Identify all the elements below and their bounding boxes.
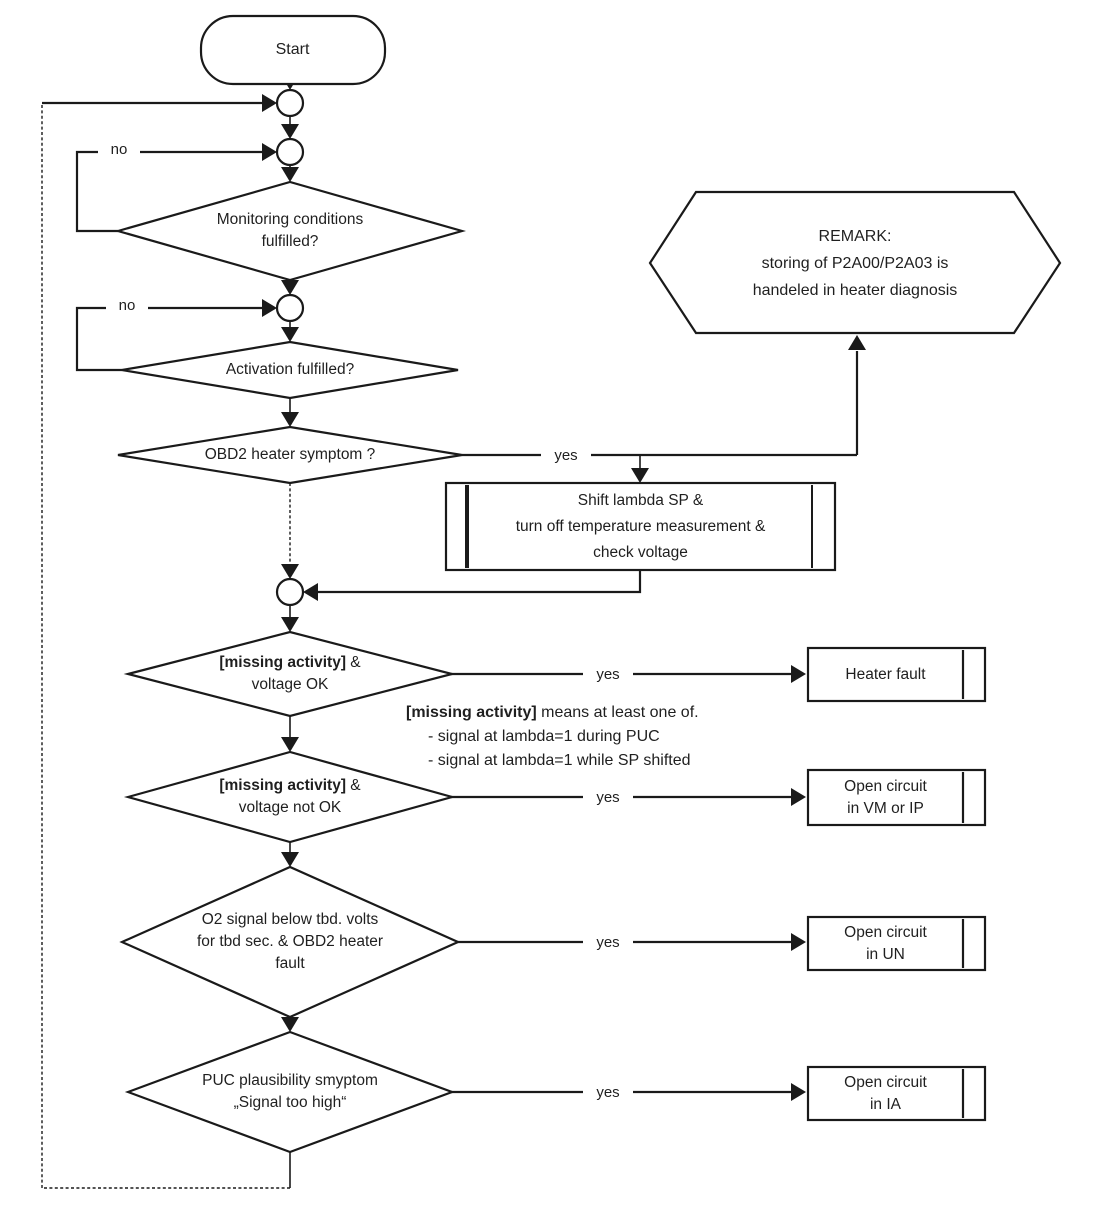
arrowhead-no1-c2	[262, 143, 277, 161]
decision-monitoring-shape	[113, 180, 467, 282]
decision-missing-voltage-not-ok-label: [missing activity] & voltage not OK	[219, 777, 361, 816]
arrowhead-into-process	[631, 468, 649, 483]
edge-label-no-activation: no	[106, 294, 148, 316]
arrowhead-c2-d1	[281, 167, 299, 182]
decision-activation-label: Activation fulfilled?	[225, 361, 355, 378]
outcome-open-ia-label: Open circuit in IA	[844, 1073, 927, 1113]
arrowhead-open-vm-ip	[791, 788, 806, 806]
decision-obd2-shape	[117, 425, 463, 485]
no-loop-activation	[75, 306, 263, 372]
edge-label-yes-heater-fault: yes	[583, 663, 633, 685]
edge-label-no-monitoring: no	[98, 138, 140, 160]
decision-activation-shape	[121, 340, 459, 400]
no-loop-monitoring	[75, 150, 263, 233]
start-node-label: Start	[275, 41, 310, 58]
decision-puc-shape	[124, 1030, 456, 1154]
process-shift-label: Shift lambda SP & turn off temperature m…	[515, 491, 766, 561]
edge-label-yes-obd2: yes	[541, 444, 591, 466]
arrowhead-c4-d4	[281, 617, 299, 632]
missing-activity-note: [missing activity] means at least one of…	[406, 704, 699, 769]
outcome-heater-fault-label: Heater fault	[845, 665, 926, 683]
arrowhead-open-un	[791, 933, 806, 951]
arrowhead-c3-d2	[281, 327, 299, 342]
decision-monitoring-label: Monitoring conditions fulfilled?	[216, 211, 364, 250]
arrowhead-into-c4	[303, 583, 318, 601]
outcome-open-vm-ip-shape	[806, 768, 987, 827]
decision-missing-voltage-ok-label: [missing activity] & voltage OK	[219, 654, 361, 693]
decision-o2-signal-label: O2 signal below tbd. volts for tbd sec. …	[196, 911, 384, 972]
arrowhead-loop-c1	[262, 94, 277, 112]
arrowhead-heater-fault	[791, 665, 806, 683]
arrowhead-d3-c4	[281, 564, 299, 579]
edge-label-yes-open-vm-ip: yes	[583, 786, 633, 808]
edge-label-yes-open-un: yes	[583, 931, 633, 953]
remark-hexagon-shape	[648, 190, 1062, 335]
outcome-open-vm-ip-label: Open circuit in VM or IP	[844, 777, 927, 817]
outcome-open-ia-shape	[806, 1065, 987, 1122]
arrowhead-d2-d3	[281, 412, 299, 427]
outcome-open-un-label: Open circuit in UN	[844, 923, 927, 963]
arrowhead-c1-c2	[281, 124, 299, 139]
process-return-line	[318, 570, 642, 594]
decision-obd2-label: OBD2 heater symptom ?	[204, 446, 376, 463]
arrowhead-no2-c3	[262, 299, 277, 317]
process-shift-shape	[444, 481, 837, 572]
decision-missing-voltage-ok-shape	[123, 630, 457, 718]
arrowhead-into-remark	[848, 335, 866, 350]
start-node-shape	[199, 14, 387, 86]
edge-label-yes-open-ia: yes	[583, 1081, 633, 1103]
decision-o2-signal-shape	[119, 865, 461, 1019]
arrowhead-d6-d7	[281, 1017, 299, 1032]
remark-hexagon-label: REMARK: storing of P2A00/P2A03 is handel…	[752, 227, 958, 299]
junction-circle-4	[275, 577, 305, 607]
arrowhead-d1-c3	[281, 280, 299, 295]
junction-circle-2	[275, 137, 305, 167]
decision-puc-label: PUC plausibility smyptom „Signal too hig…	[202, 1072, 378, 1111]
junction-circle-1	[275, 88, 305, 118]
arrowhead-d4-d5	[281, 737, 299, 752]
junction-circle-3	[275, 293, 305, 323]
outcome-heater-fault-shape	[806, 646, 987, 703]
decision-missing-voltage-not-ok-shape	[123, 750, 457, 844]
arrowhead-open-ia	[791, 1083, 806, 1101]
arrowhead-d5-d6	[281, 852, 299, 867]
outcome-open-un-shape	[806, 915, 987, 972]
